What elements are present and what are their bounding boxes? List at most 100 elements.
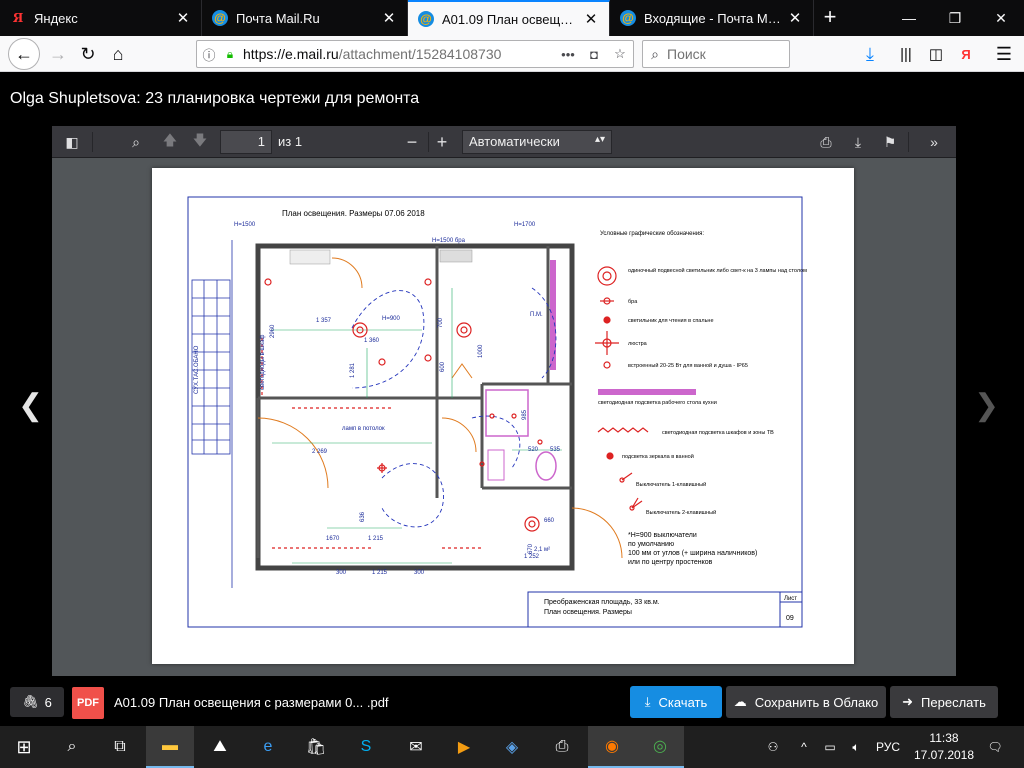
more-actions-icon[interactable]: ••• <box>561 46 575 62</box>
sheet-label: Лист <box>784 596 797 602</box>
home-button[interactable]: ⌂ <box>112 43 124 64</box>
close-tab-icon[interactable]: ✕ <box>176 10 190 27</box>
menu-icon[interactable]: ☰ <box>995 43 1013 64</box>
bookmark-star-icon[interactable]: ☆ <box>614 46 626 61</box>
url-text[interactable]: https://e.mail.ru/attachment/15284108730 <box>239 46 555 62</box>
dimension-label: СУХ.ТАС.ОБАНО <box>194 345 200 394</box>
task-view-icon[interactable]: ⧉ <box>114 738 126 755</box>
tools-menu-icon[interactable]: » <box>930 134 938 150</box>
save-to-cloud-button[interactable]: ☁ Сохранить в Облако <box>726 686 886 718</box>
windows-start-icon[interactable]: ⊞ <box>16 736 32 757</box>
dimension-label: 660 <box>544 518 555 524</box>
sheet-number: 09 <box>786 615 794 622</box>
zoom-in-button[interactable]: + <box>436 131 448 152</box>
volume-icon[interactable]: 🔈︎ <box>852 739 860 754</box>
mailru-icon: @ <box>212 10 228 26</box>
attachments-count-button[interactable]: 🖇︎ 6 <box>10 687 64 717</box>
dimension-label: H=1700 <box>514 222 536 228</box>
sidebar-icon[interactable]: ◫ <box>928 46 944 63</box>
tab-strip: Я Яндекс ✕ @ Почта Mail.Ru ✕ @ A01.09 Пл… <box>0 0 1024 36</box>
tab-title: Почта Mail.Ru <box>236 10 320 26</box>
legend-item: одиночный подвесной светильник либо свет… <box>628 267 807 274</box>
next-attachment-icon[interactable]: ❯ <box>974 389 1000 422</box>
forward-button[interactable]: ➜ Переслать <box>890 686 998 718</box>
paperclip-icon: 🖇︎ <box>22 694 39 709</box>
zoom-select[interactable]: Автоматически▴▾ <box>462 130 612 154</box>
print-icon[interactable]: ⎙ <box>820 133 832 150</box>
legend-item: светильник для чтения в спальне <box>628 318 714 324</box>
mailru-icon: @ <box>620 10 636 26</box>
previous-page-icon[interactable]: 🡅 <box>162 132 178 148</box>
dimension-label: 1 215 <box>368 536 384 542</box>
library-icon[interactable]: ||| <box>900 45 912 63</box>
attachment-bar: 🖇︎ 6 PDF A01.09 План освещения с размера… <box>0 676 1024 726</box>
clock[interactable]: 11:38 17.07.2018 <box>912 730 976 764</box>
clock-time: 11:38 <box>929 731 959 745</box>
yandex-extension-icon[interactable]: Я <box>961 46 971 62</box>
dimension-label: 2,1 м² <box>534 547 550 553</box>
new-tab-button[interactable]: + <box>823 4 837 29</box>
close-tab-icon[interactable]: ✕ <box>382 10 396 27</box>
media-player-icon[interactable]: ▶ <box>457 739 471 756</box>
attachments-count: 6 <box>44 694 52 710</box>
back-button[interactable]: ← <box>8 38 40 70</box>
firefox-icon[interactable]: ◉ <box>588 726 636 768</box>
document-title: Olga Shupletsova: 23 планировка чертежи … <box>10 90 420 107</box>
scanner-icon[interactable]: ⎙ <box>555 738 569 755</box>
file-explorer-icon[interactable]: ▬ <box>146 726 194 768</box>
chevron-down-icon: ▴▾ <box>594 134 605 145</box>
next-page-icon[interactable]: 🡇 <box>192 132 208 148</box>
close-tab-icon[interactable]: ✕ <box>788 10 802 27</box>
forward-button[interactable]: → <box>49 43 67 64</box>
tab-inbox[interactable]: @ Входящие - Почта Mail.Ru ✕ <box>610 0 814 36</box>
yandex-icon: Я <box>12 11 24 25</box>
bookmark-icon[interactable]: ⚑ <box>883 133 897 150</box>
language-indicator[interactable]: РУС <box>875 740 901 754</box>
mail-icon[interactable]: ✉ <box>409 739 423 756</box>
minimize-button[interactable]: ― <box>902 10 916 26</box>
notifications-icon[interactable]: 🗨︎ <box>987 740 1003 754</box>
save-icon[interactable]: ⤓ <box>854 133 862 150</box>
app-icon[interactable]: ◈ <box>505 739 519 756</box>
dimension-label: 1670 <box>326 536 340 542</box>
page-number-input[interactable]: 1 <box>220 130 272 154</box>
dimension-label: 2 269 <box>312 449 328 455</box>
tab-attachment[interactable]: @ A01.09 План освещения с ✕ <box>408 0 610 36</box>
find-icon[interactable]: ⌕ <box>132 133 140 150</box>
download-icon[interactable]: ⤓ <box>866 43 874 64</box>
show-hidden-icons-icon[interactable]: ^ <box>801 740 807 754</box>
save-to-cloud-label: Сохранить в Облако <box>754 694 879 710</box>
info-icon[interactable]: ⓘ <box>202 47 216 63</box>
store-icon[interactable]: 🛍︎ <box>305 739 327 756</box>
search-icon[interactable]: ⌕ <box>67 738 77 755</box>
sidebar-toggle-icon[interactable]: ◧ <box>65 133 79 150</box>
url-bar[interactable]: ⓘ 🔒︎ https://e.mail.ru/attachment/152841… <box>196 40 634 68</box>
dimension-label: 1 281 <box>350 362 356 378</box>
edge-icon[interactable]: e <box>263 738 273 755</box>
chrome-icon[interactable]: ◎ <box>636 726 684 768</box>
zoom-out-button[interactable]: − <box>406 131 418 152</box>
network-icon[interactable]: ▭ <box>824 740 836 754</box>
search-bar[interactable]: ⌕ Поиск <box>642 40 790 68</box>
pocket-icon[interactable]: ◘ <box>590 46 598 62</box>
dimension-label: светодиоды в шкаф <box>260 335 266 390</box>
tab-yandex[interactable]: Я Яндекс ✕ <box>0 0 202 36</box>
drawing-title: План освещения. Размеры 07.06 2018 <box>282 209 425 218</box>
lock-icon[interactable]: 🔒︎ <box>226 46 234 61</box>
close-window-button[interactable]: ✕ <box>995 9 1007 26</box>
restore-button[interactable]: ❐ <box>948 9 962 26</box>
close-tab-icon[interactable]: ✕ <box>584 11 598 28</box>
skype-icon[interactable]: S <box>360 738 372 755</box>
dimension-label: ламп в потолок <box>342 426 385 432</box>
previous-attachment-icon[interactable]: ❮ <box>18 389 44 422</box>
navigation-bar: ← → ↻ ⌂ ⓘ 🔒︎ https://e.mail.ru/attachmen… <box>0 36 1024 72</box>
reload-button[interactable]: ↻ <box>80 43 96 64</box>
mailru-icon: @ <box>418 11 434 27</box>
download-button[interactable]: ⤓ Скачать <box>630 686 722 718</box>
people-icon[interactable]: ⚇ <box>767 740 779 754</box>
dimension-label: 636 <box>360 511 366 522</box>
tab-mailru[interactable]: @ Почта Mail.Ru ✕ <box>202 0 408 36</box>
photos-icon[interactable]: ⛰ <box>213 738 227 755</box>
legend-item: светодиодная подсветка шкафов и зоны ТВ <box>662 430 774 436</box>
cloud-icon: ☁ <box>733 694 747 709</box>
